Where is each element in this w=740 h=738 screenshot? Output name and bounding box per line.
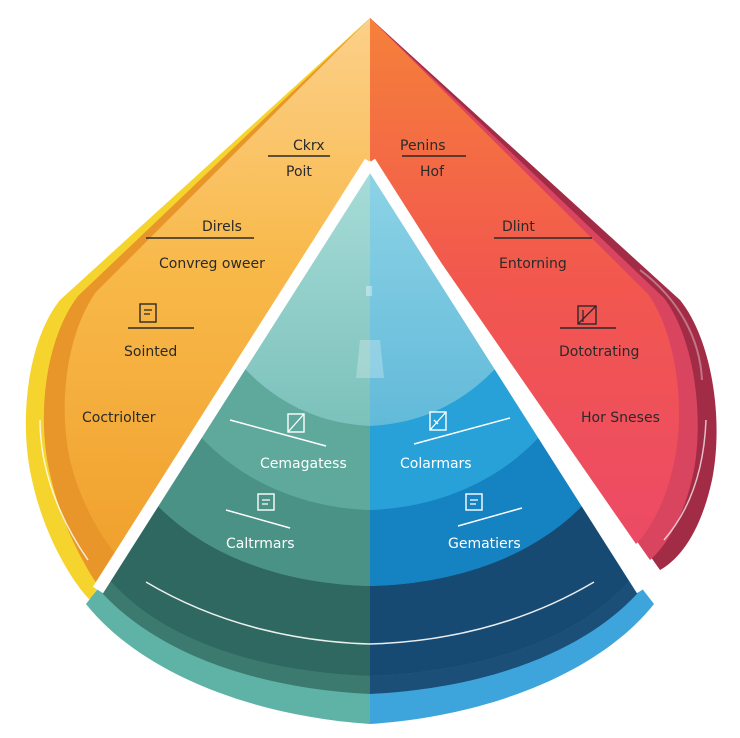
teal-band-4 — [108, 504, 370, 676]
left-wing — [25, 18, 370, 600]
right-wing-face — [370, 18, 679, 544]
teal-rule-1 — [229, 419, 327, 447]
teal-band-3 — [156, 436, 370, 586]
center-pyramid — [86, 172, 654, 724]
notch-mark-top — [366, 286, 372, 296]
document-icon — [257, 493, 275, 511]
left-label-4: Coctriolter — [82, 410, 156, 426]
left-wing-face — [64, 18, 370, 566]
teal-label-1: Cemagatess — [260, 456, 347, 472]
right-label-3: Dototrating — [559, 344, 639, 360]
left-wing-arc — [39, 419, 89, 561]
document-icon — [465, 493, 483, 511]
right-label-1a: Penins — [400, 138, 446, 154]
teal-label-2: Caltrmars — [226, 536, 295, 552]
right-label-2a: Dlint — [502, 219, 535, 235]
blue-rule-1 — [413, 417, 511, 445]
left-label-1b: Poit — [286, 164, 312, 180]
base-arc-line — [145, 581, 595, 645]
right-labels: Penins Hof Dlint Entorning Dototrating H… — [400, 138, 660, 426]
left-label-2b: Convreg oweer — [159, 256, 265, 272]
notch-mark-mid — [356, 340, 384, 378]
right-divider — [364, 158, 648, 594]
clipboard-icon — [287, 413, 305, 433]
center-labels: Cemagatess Caltrmars Colarmars Gematiers — [225, 411, 523, 552]
left-label-1a: Ckrx — [293, 138, 325, 154]
blue-band-4 — [370, 504, 632, 676]
blue-band-3 — [370, 436, 584, 586]
right-label-1b: Hof — [420, 164, 445, 180]
teal-band-2 — [200, 368, 370, 510]
blue-rule-2 — [457, 507, 523, 527]
left-divider — [92, 158, 376, 594]
blue-band-1 — [370, 172, 496, 426]
checklist-icon — [429, 411, 447, 431]
teal-rule-2 — [225, 509, 291, 529]
right-wing-arc — [663, 419, 707, 541]
left-label-2a: Direls — [202, 219, 242, 235]
blue-band-2 — [370, 368, 540, 510]
crossed-box-icon — [577, 305, 597, 325]
right-label-2b: Entorning — [499, 256, 567, 272]
blue-label-1: Colarmars — [400, 456, 472, 472]
document-icon — [139, 303, 157, 323]
left-label-3: Sointed — [124, 344, 177, 360]
teal-band-1 — [244, 172, 370, 426]
left-labels: Ckrx Poit Direls Convreg oweer Sointed C… — [82, 138, 330, 426]
right-wing-highlight — [639, 269, 703, 381]
right-label-4: Hor Sneses — [581, 410, 660, 426]
blue-label-2: Gematiers — [448, 536, 521, 552]
